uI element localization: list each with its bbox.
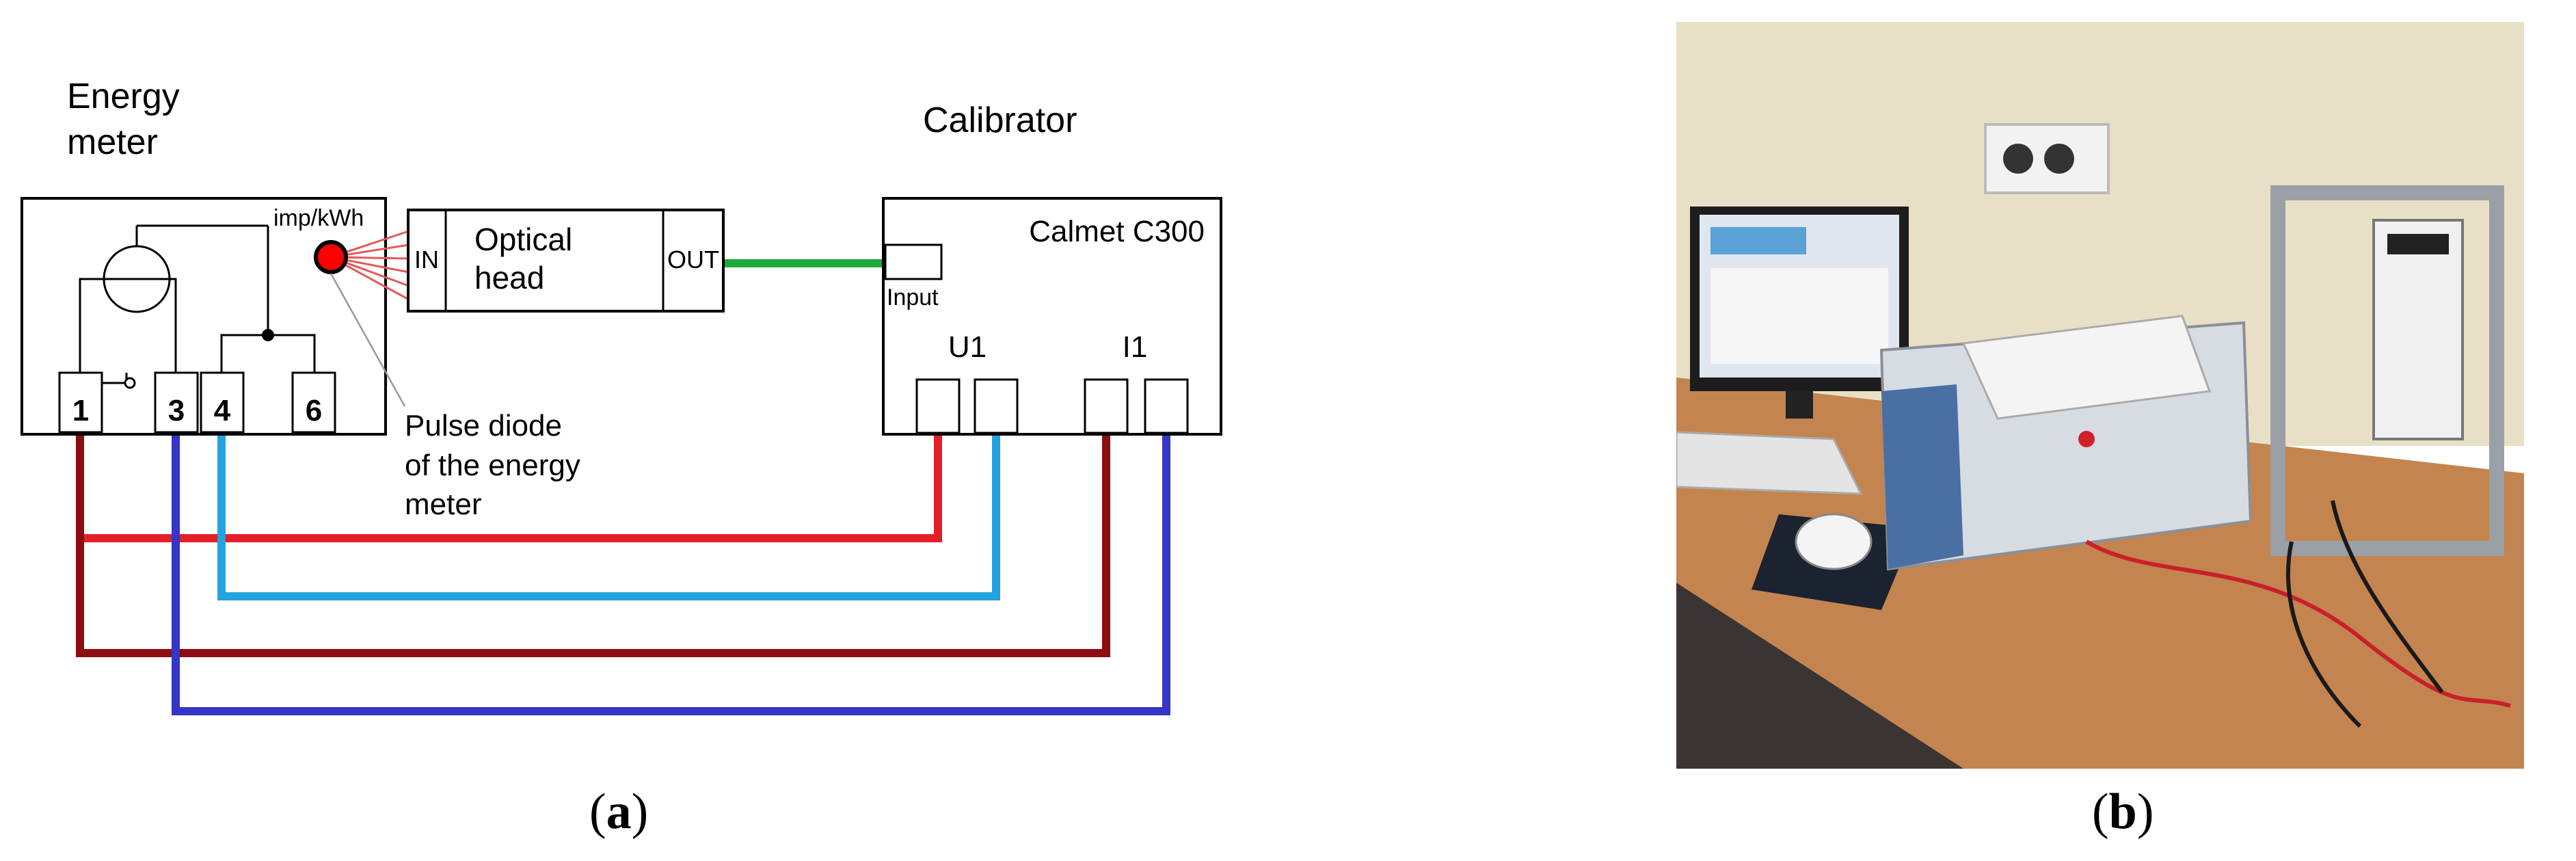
calibrator-input-label: Input: [887, 284, 939, 310]
terminal-box-4: [200, 371, 245, 434]
caption-a-letter: a: [606, 784, 632, 840]
socket-icon: [2044, 144, 2074, 174]
meter-rack-frame: [2270, 185, 2504, 556]
calibrator-u1-label: U1: [948, 330, 987, 364]
i1-terminal-left: [1084, 378, 1129, 434]
optical-head-out-label: OUT: [667, 246, 719, 274]
pulse-diode-note-line3: meter: [405, 488, 481, 521]
wire-terminal4-to-u1-right: [217, 429, 1000, 600]
meter-switch-contact-right: [124, 377, 136, 389]
calibrator-i1-label: I1: [1123, 330, 1148, 364]
caption-a: (a): [589, 784, 649, 840]
pulse-diode-note-line1: Pulse diode: [405, 409, 562, 442]
calibrator-model-label: Calmet C300: [1029, 215, 1205, 248]
optical-head-name-line2: head: [474, 260, 544, 295]
photo-floor-shadow: [1676, 583, 1963, 769]
black-cables: [2285, 500, 2444, 728]
connection-diagram: Energy meter 1 3 4 6 imp/kWh Pulse diode…: [21, 77, 1222, 715]
keyboard: [1676, 431, 1863, 495]
wire-terminal1-to-u1-left: [76, 429, 942, 542]
calibrator-input-port: [884, 243, 943, 280]
power-button-icon: [2078, 431, 2095, 447]
monitor-stand: [1786, 391, 1813, 419]
terminal-box-3: [154, 371, 199, 434]
calibrator-title: Calibrator: [923, 101, 1077, 140]
u1-terminal-right: [974, 378, 1019, 434]
socket-icon: [2003, 144, 2033, 174]
u1-terminal-left: [915, 378, 961, 434]
pulse-diode-pointer: [330, 273, 406, 407]
i1-terminal-right: [1144, 378, 1189, 434]
mouse-icon: [1795, 513, 1873, 570]
screen-window-icon: [1710, 268, 1888, 364]
optical-head-in-label: IN: [414, 246, 439, 274]
screen-window-icon: [1710, 227, 1806, 254]
imp-per-kwh-label: imp/kWh: [273, 205, 364, 231]
pulse-diode-note-line2: of the energy: [405, 449, 580, 482]
meter-display-icon: [2387, 234, 2449, 254]
terminal-label-1: 1: [72, 394, 89, 427]
optical-head-box: [407, 209, 725, 313]
energy-meter-in-rack: [2372, 219, 2464, 440]
wire-to-i1-left: [76, 432, 1110, 657]
terminal-box-6: [291, 371, 336, 434]
calibrator-top-papers: [1961, 315, 2212, 420]
caption-b: (b): [2092, 784, 2154, 840]
terminal-label-6: 6: [306, 394, 322, 427]
pulse-diode: [314, 240, 348, 274]
energy-meter-title-line2: meter: [67, 122, 158, 162]
wire-terminal3-to-i1-right: [172, 429, 1170, 715]
terminal-label-3: 3: [168, 394, 185, 427]
caption-b-letter: b: [2108, 784, 2137, 840]
terminal-box-1: [58, 371, 103, 434]
optical-head-name-line1: Optical: [474, 222, 572, 257]
lab-setup-photo: [1676, 22, 2524, 769]
energy-meter-title-line1: Energy: [67, 77, 180, 116]
red-cables: [2085, 540, 2511, 708]
terminal-label-4: 4: [214, 394, 231, 427]
calibrator-front-panel: [1881, 384, 1963, 569]
meter-junction-dot: [262, 329, 274, 341]
